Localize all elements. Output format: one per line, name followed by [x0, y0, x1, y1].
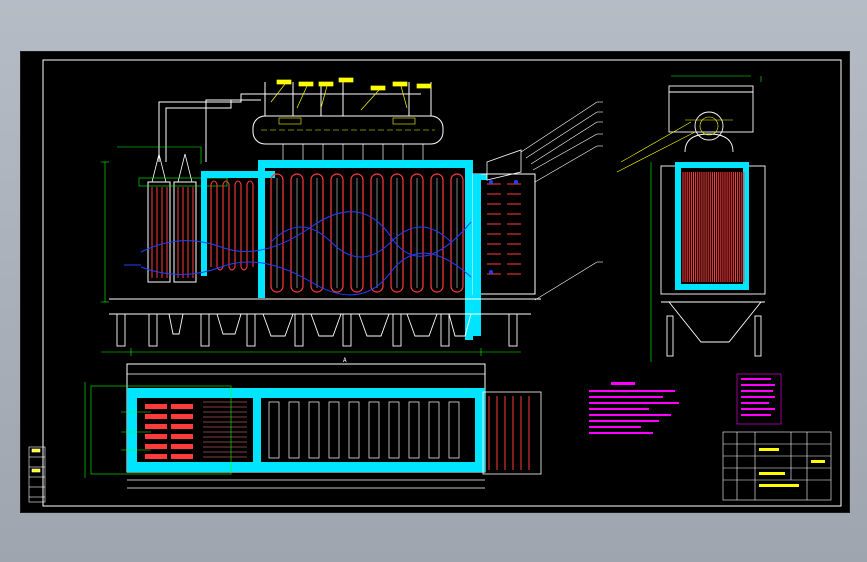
boiler-casing: [201, 160, 487, 340]
plan-panels: [203, 401, 460, 459]
water-circuit: [124, 211, 472, 296]
side-elevation: [616, 75, 766, 362]
front-dimensions: [101, 146, 521, 356]
drawing-sheet[interactable]: A: [20, 51, 850, 513]
parameter-table: [736, 373, 782, 425]
technical-notes: [589, 382, 679, 434]
steam-drum: [252, 115, 444, 145]
foundation: [109, 298, 541, 347]
title-block: [722, 431, 832, 501]
plan-tube-rows: [145, 404, 193, 459]
section-mark-a: A: [343, 357, 347, 364]
drum-stubs: [282, 144, 424, 162]
side-tube-bank: [682, 172, 745, 282]
top-piping: [158, 78, 432, 162]
separators: [138, 153, 228, 283]
boiler-drawing: A: [28, 59, 842, 507]
water-wall-panels: [270, 173, 464, 293]
front-elevation: A: [101, 77, 603, 364]
top-annotations: [270, 77, 432, 111]
revision-table: [28, 446, 46, 503]
callouts: [520, 101, 603, 301]
drawing-frame: [42, 59, 842, 507]
convection-bank: [210, 180, 254, 271]
economizer-box: [472, 149, 536, 336]
plan-view: [84, 363, 542, 489]
